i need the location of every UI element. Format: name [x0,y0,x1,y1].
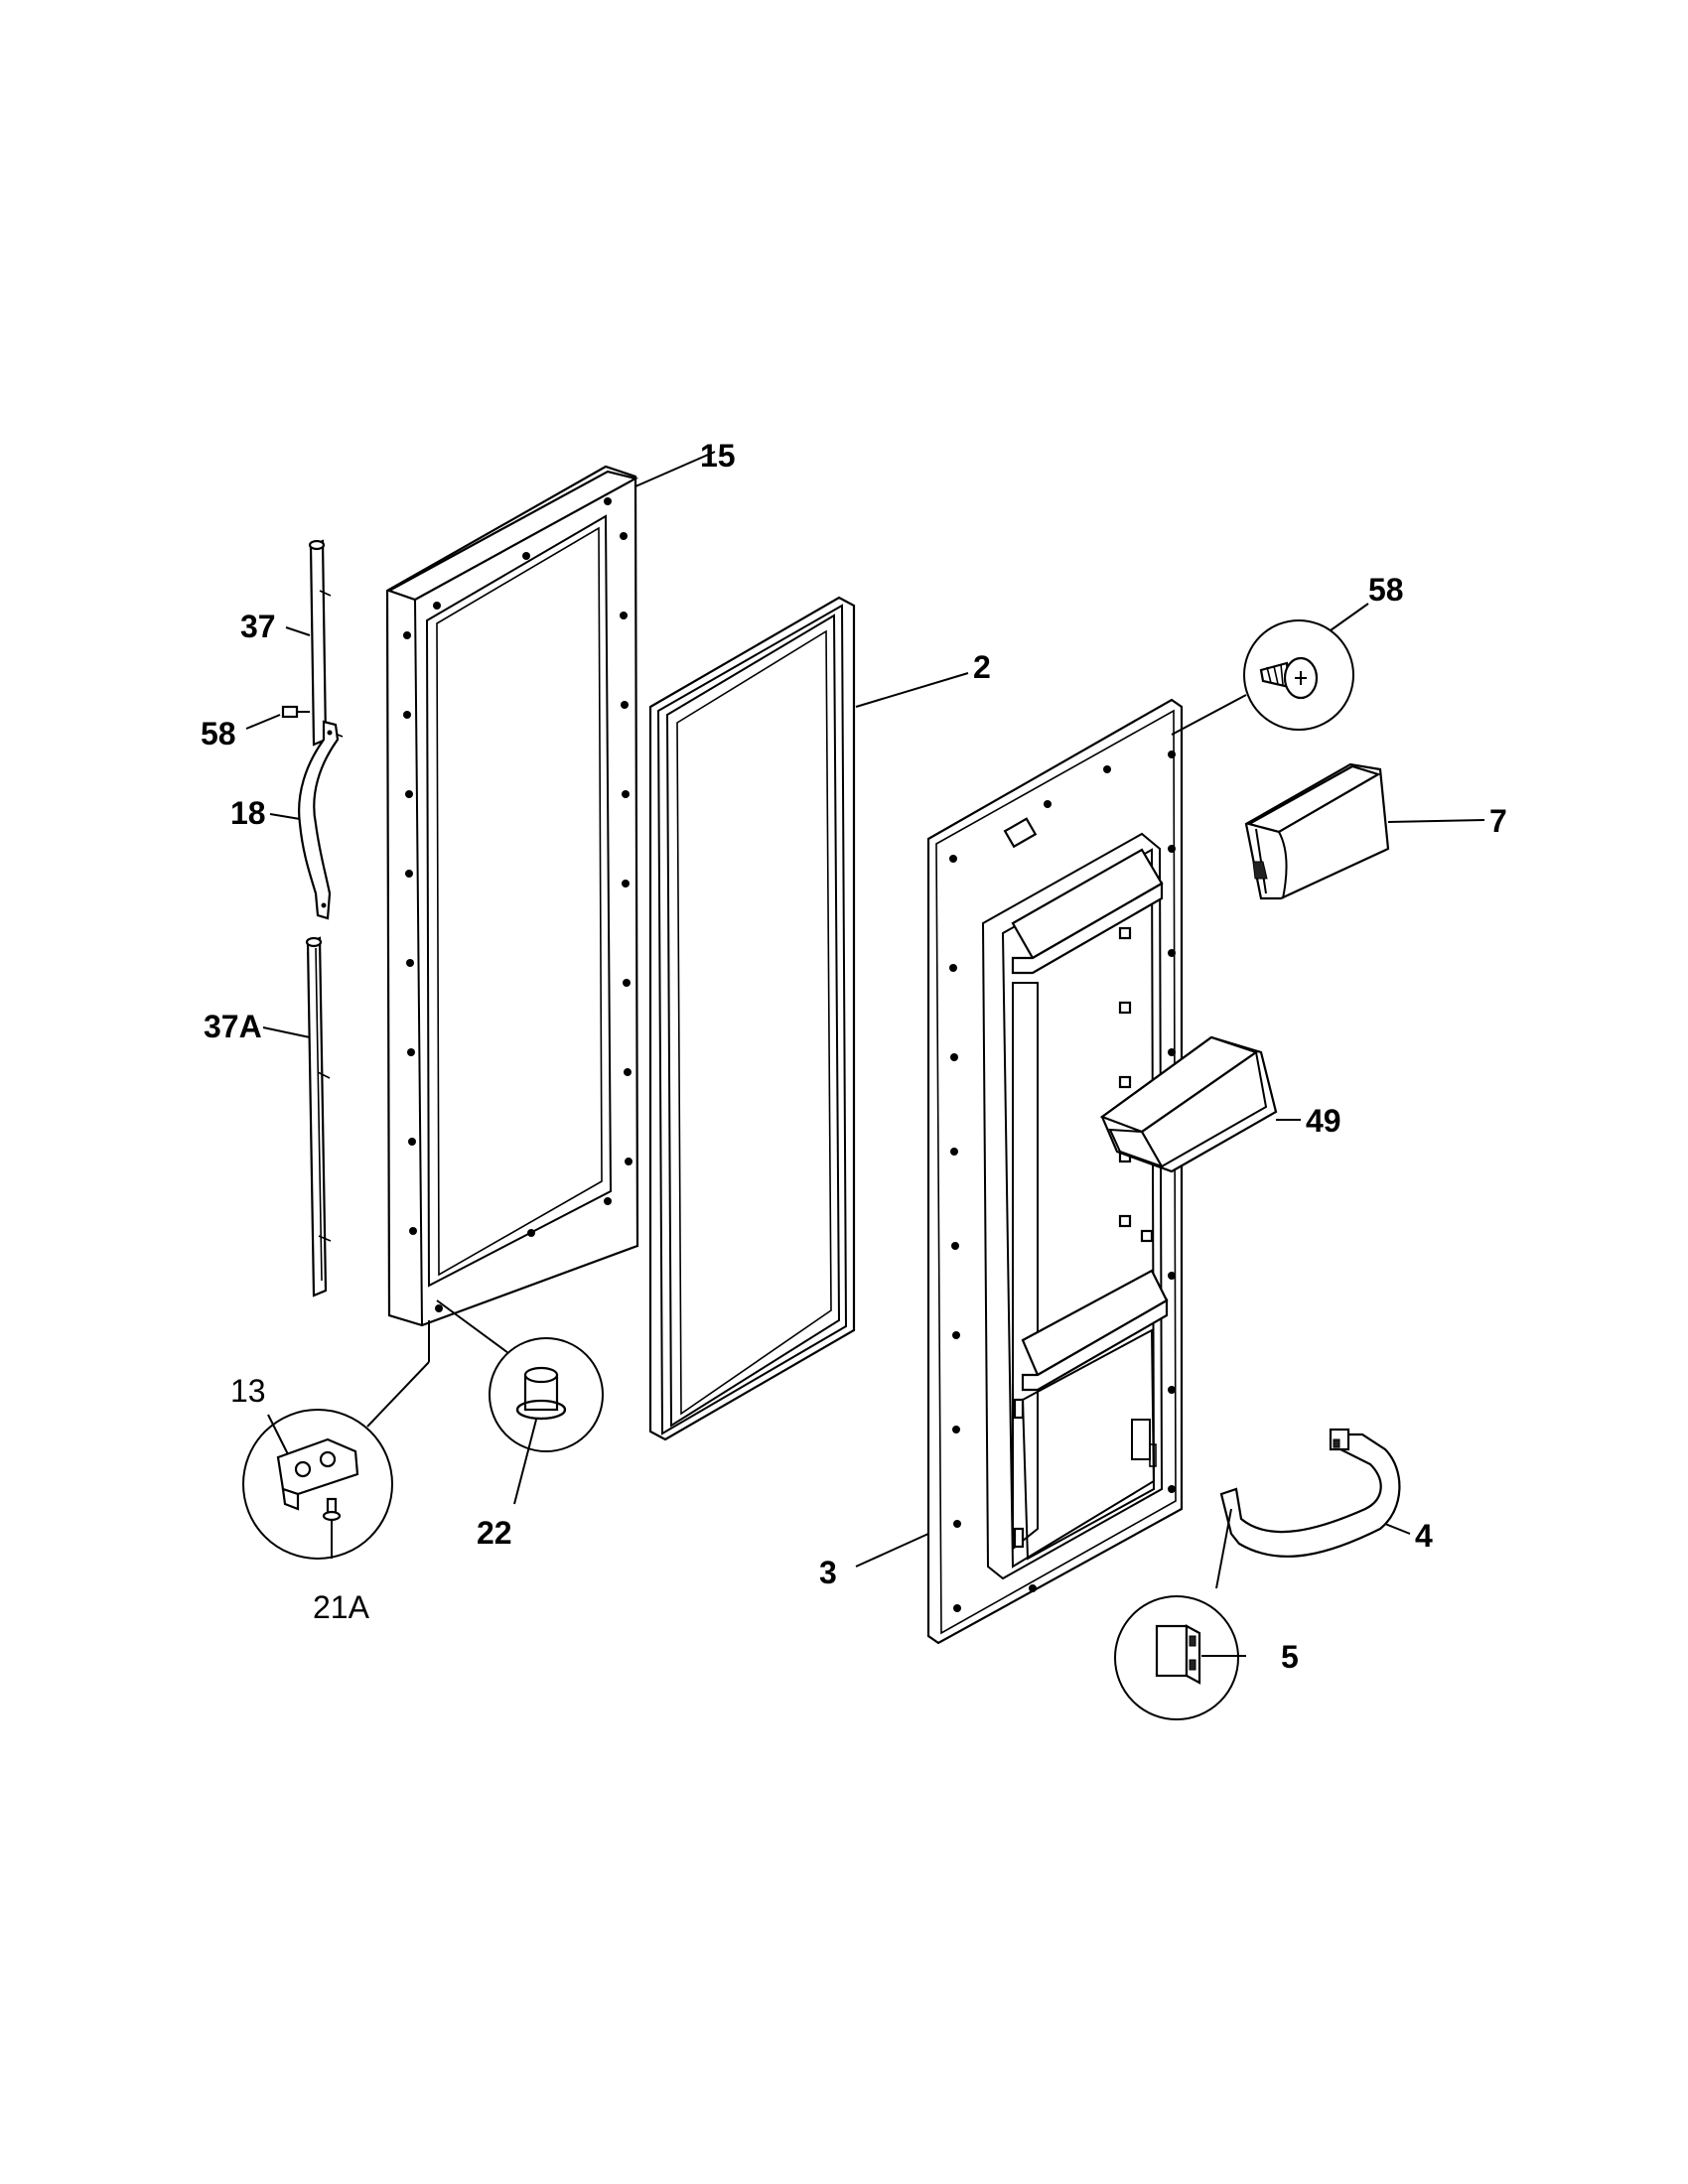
label-3: 3 [819,1555,837,1590]
callout-labels: 15 37 58 18 37A 2 58 7 49 13 21A 22 3 4 … [201,438,1507,1675]
rail-clip-detail-circle [1114,1595,1246,1720]
label-37A: 37A [204,1009,262,1044]
label-2: 2 [973,649,991,685]
dairy-door-part-7 [1244,762,1485,900]
label-7: 7 [1489,803,1507,839]
bushing-detail-circle [436,1299,604,1505]
liner-tabs [1013,926,1154,1549]
screw-part-58-left [245,705,310,730]
frame-screw-holes [403,497,633,1312]
door-liner-part-3 [855,694,1247,1645]
label-37: 37 [240,609,276,644]
label-18: 18 [230,795,266,831]
gasket-part-2 [648,596,969,1441]
hinge-detail-circle [242,1320,430,1560]
door-frame-part-15 [385,451,716,1327]
label-15: 15 [700,438,736,474]
label-58-right: 58 [1368,572,1404,608]
handle-part-18 [269,720,344,920]
liner-screw-holes [949,751,1176,1612]
screw-detail-circle [1243,603,1369,731]
label-13: 13 [230,1373,266,1409]
label-22: 22 [477,1515,512,1551]
trim-bottom-part-37A [262,936,332,1297]
label-49: 49 [1306,1103,1341,1139]
label-21A: 21A [313,1589,370,1625]
label-4: 4 [1415,1518,1433,1554]
label-58-left: 58 [201,716,236,751]
bar-rail-part-4 [1215,1428,1411,1589]
door-bin-part-49 [1099,1035,1301,1173]
label-5: 5 [1281,1639,1299,1675]
